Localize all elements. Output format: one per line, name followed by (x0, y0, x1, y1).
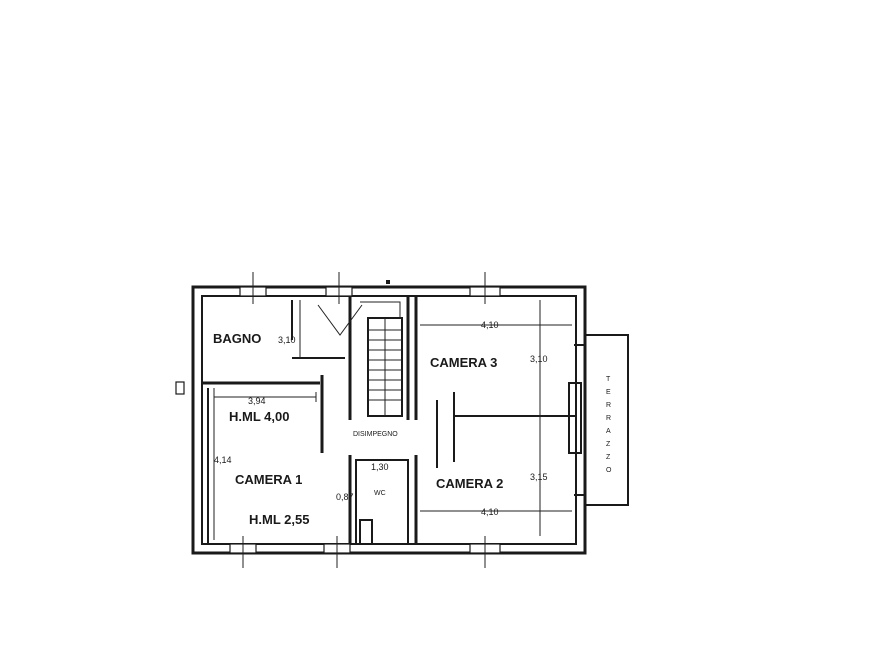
camera2-label: CAMERA 2 (436, 476, 503, 491)
windows (175, 272, 501, 568)
wc-width: 1,30 (371, 462, 389, 472)
terrazzo-letter: R (606, 402, 611, 409)
wc-depth: 0,87 (336, 492, 354, 502)
terrazzo-letter: A (606, 428, 611, 435)
terrazzo-letter: Z (606, 441, 611, 448)
interior-walls (202, 296, 576, 545)
bagno-label: BAGNO (213, 331, 261, 346)
camera3-width: 4,10 (481, 320, 499, 330)
wc-label: WC (374, 490, 386, 497)
disimpegno-label: DISIMPEGNO (353, 431, 398, 438)
camera2-depth: 3,15 (530, 472, 548, 482)
height-bottom-label: H.ML 2,55 (249, 512, 309, 527)
camera3-depth: 3,10 (530, 354, 548, 364)
dimension-lines (213, 300, 572, 540)
terrazzo-letter: E (606, 389, 611, 396)
height-top-label: H.ML 4,00 (229, 409, 289, 424)
terrazzo-label: T E R R A Z Z O (606, 376, 612, 474)
terrace (568, 334, 629, 506)
camera2-width: 4,10 (481, 507, 499, 517)
camera1-width: 3,94 (248, 396, 266, 406)
staircase (317, 301, 403, 417)
terrazzo-letter: R (606, 415, 611, 422)
bagno-width: 3,10 (278, 335, 296, 345)
camera1-label: CAMERA 1 (235, 472, 302, 487)
camera3-label: CAMERA 3 (430, 355, 497, 370)
north-marker (386, 280, 390, 284)
terrazzo-letter: T (606, 376, 611, 383)
camera1-depth: 4,14 (214, 455, 232, 465)
terrazzo-letter: Z (606, 454, 611, 461)
terrazzo-letter: O (606, 467, 612, 474)
